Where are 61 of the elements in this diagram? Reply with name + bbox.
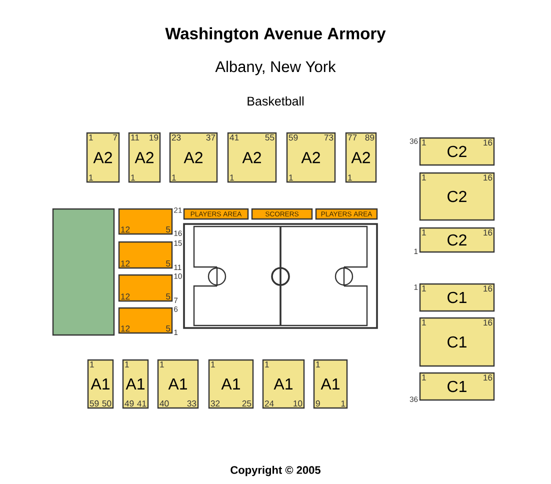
seat-number: 1 bbox=[89, 134, 93, 140]
subtitle: Basketball bbox=[248, 96, 304, 106]
seat-number: 59 bbox=[288, 134, 298, 141]
seat-number: 16 bbox=[484, 374, 492, 381]
section-box bbox=[52, 208, 115, 336]
seat-number: 12 bbox=[121, 325, 130, 332]
seat-number: 1 bbox=[89, 174, 93, 180]
seat-number: 5 bbox=[166, 326, 170, 332]
copyright-note: Copyright © 2005 bbox=[230, 466, 320, 476]
seat-number: 12 bbox=[121, 226, 130, 232]
seat-number: 1 bbox=[422, 174, 426, 180]
seat-number: 19 bbox=[150, 134, 158, 141]
seat-number: 1 bbox=[125, 362, 129, 368]
seat-number: 1 bbox=[131, 174, 135, 180]
seat-number: 1 bbox=[211, 362, 215, 368]
seat-number: 1 bbox=[348, 174, 352, 180]
seat-number: 41 bbox=[230, 134, 239, 140]
seat-number: 1 bbox=[422, 230, 426, 236]
seat-number: 1 bbox=[289, 174, 293, 180]
seat-number: 25 bbox=[242, 400, 252, 406]
seat-number: 1 bbox=[265, 362, 269, 368]
seat-number: 40 bbox=[160, 400, 169, 406]
seat-number: 16 bbox=[484, 174, 492, 181]
seat-number: 1 bbox=[422, 320, 426, 326]
seat-number: 7 bbox=[113, 134, 118, 140]
seat-number: 33 bbox=[187, 400, 196, 406]
seat-number: 77 bbox=[348, 134, 357, 140]
seat-number: 1 bbox=[422, 140, 426, 146]
seat-number: 41 bbox=[137, 400, 146, 406]
seat-number: 10 bbox=[294, 400, 302, 406]
seat-number: 5 bbox=[166, 226, 170, 232]
seat-number: 49 bbox=[124, 400, 134, 406]
subtitle: Albany, New York bbox=[215, 60, 336, 76]
seat-number: 5 bbox=[166, 260, 170, 266]
seat-number: 9 bbox=[316, 400, 320, 406]
seat-number: 16 bbox=[484, 286, 492, 292]
seat-number: 1 bbox=[422, 286, 426, 292]
seat-number: 12 bbox=[121, 293, 130, 300]
seat-number: 16 bbox=[484, 320, 492, 326]
seat-number: 12 bbox=[121, 260, 130, 266]
seat-number: 89 bbox=[365, 134, 374, 141]
seat-number: 16 bbox=[484, 140, 492, 146]
seat-number: 73 bbox=[324, 134, 334, 141]
seat-number: 1 bbox=[230, 174, 234, 180]
seat-number: 50 bbox=[102, 400, 112, 406]
seat-number: 1 bbox=[422, 374, 426, 380]
title: Washington Avenue Armory bbox=[165, 27, 386, 43]
seat-number: 11 bbox=[131, 134, 139, 140]
seat-number: 1 bbox=[90, 362, 94, 368]
seat-number: 32 bbox=[210, 400, 220, 406]
seat-number: 5 bbox=[166, 294, 170, 300]
seat-number: 55 bbox=[265, 134, 274, 140]
seat-number: 59 bbox=[90, 400, 99, 406]
seat-number: 16 bbox=[484, 230, 492, 236]
seat-number: 24 bbox=[264, 400, 274, 406]
seat-number: 23 bbox=[172, 134, 181, 141]
seat-number: 37 bbox=[206, 134, 216, 141]
seat-number: 1 bbox=[160, 362, 164, 368]
seat-number: 1 bbox=[341, 400, 346, 406]
seat-number: 1 bbox=[172, 174, 176, 180]
seat-number: 1 bbox=[316, 362, 320, 368]
